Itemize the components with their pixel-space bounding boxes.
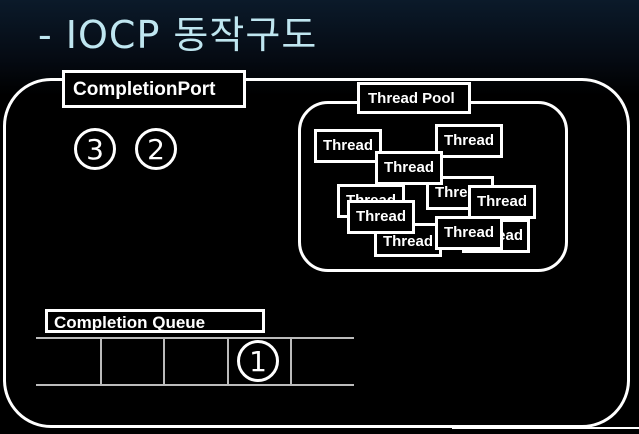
completion-port-item-2: 2 [135,128,177,170]
slide-title: - IOCP 동작구도 [38,13,318,57]
thread-pool-label: Thread Pool [357,82,471,114]
completion-queue-label: Completion Queue [45,309,265,333]
thread-box: Thread [314,129,382,163]
completion-port-item-3: 3 [74,128,116,170]
thread-box: Thread [347,200,415,234]
thread-box: Thread [435,124,503,158]
queue-bottom-line [36,384,354,386]
queue-divider [227,338,229,385]
queue-divider [290,338,292,385]
queue-divider [100,338,102,385]
completion-queue-item-1: 1 [237,340,279,382]
completion-port-label: CompletionPort [62,70,246,108]
queue-top-line [36,337,354,339]
thread-box: Thread [375,151,443,185]
thread-box: Thread [435,216,503,250]
slide-footer-line [452,427,639,429]
iocp-boundary [3,78,630,428]
thread-box: Thread [468,185,536,219]
queue-divider [163,338,165,385]
